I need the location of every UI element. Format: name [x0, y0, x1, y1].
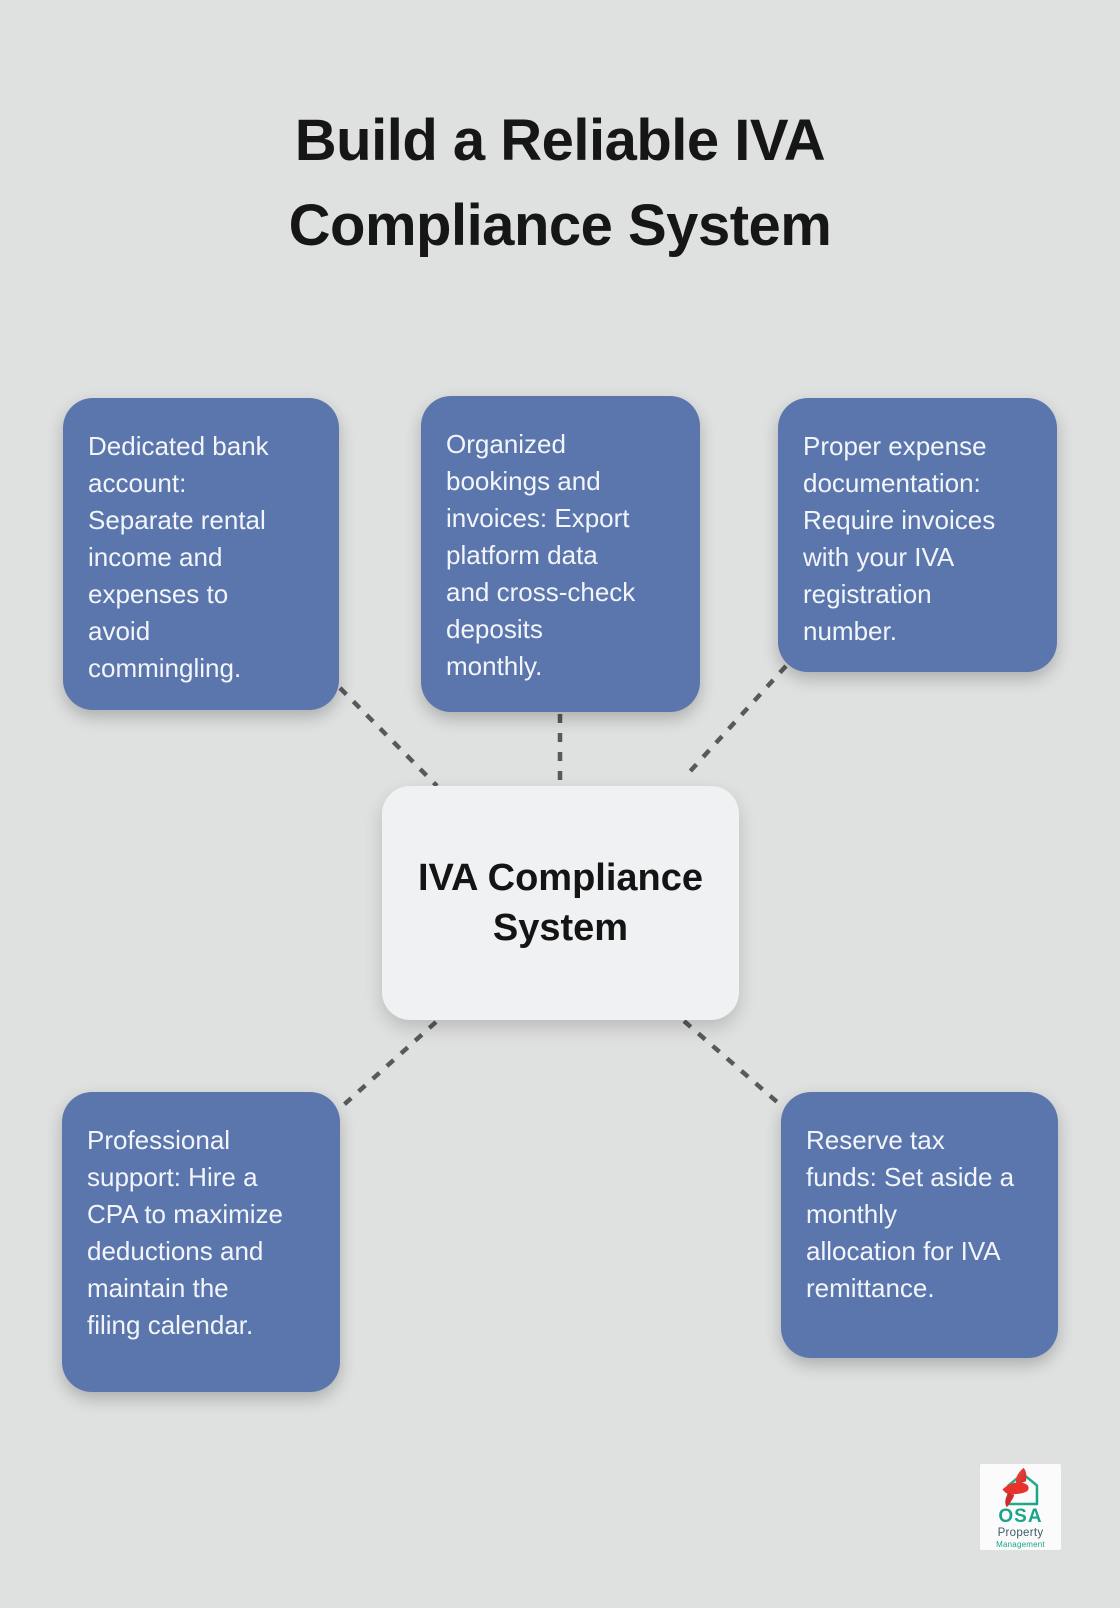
- logo-subtext: Management: [996, 1540, 1045, 1549]
- logo-subtitle: Property: [997, 1527, 1044, 1539]
- node-text: Professional support: Hire a CPA to maxi…: [87, 1125, 284, 1340]
- center-node-iva-compliance-system: IVA Compliance System: [382, 786, 739, 1020]
- connector-bottom-right: [682, 1019, 786, 1110]
- node-reserve-tax-funds: Reserve tax funds: Set aside a monthly a…: [781, 1092, 1058, 1358]
- node-dedicated-bank-account: Dedicated bank account: Separate rental …: [63, 398, 339, 710]
- page-title: Build a Reliable IVA Compliance System: [288, 108, 832, 258]
- node-text: Reserve tax funds: Set aside a monthly a…: [806, 1125, 1015, 1303]
- bird-tail-icon: [1004, 1493, 1014, 1508]
- connector-top-left: [338, 686, 439, 788]
- logo-wordmark: OSA: [998, 1506, 1043, 1527]
- house-bird-icon: [1002, 1467, 1038, 1508]
- node-text: Organized bookings and invoices: Export …: [446, 429, 636, 681]
- node-professional-support: Professional support: Hire a CPA to maxi…: [62, 1092, 340, 1392]
- node-text: Proper expense documentation: Require in…: [803, 431, 996, 646]
- node-proper-expense-documentation: Proper expense documentation: Require in…: [778, 398, 1057, 672]
- bird-body-icon: [1002, 1482, 1029, 1495]
- connector-bottom-left: [336, 1020, 438, 1112]
- node-text: Dedicated bank account: Separate rental …: [88, 431, 269, 683]
- osa-property-management-logo: OSA Property Management: [980, 1464, 1061, 1550]
- node-organized-bookings-invoices: Organized bookings and invoices: Export …: [421, 396, 700, 712]
- bird-wing-icon: [1015, 1467, 1026, 1485]
- center-node-label: IVA Compliance System: [417, 857, 704, 949]
